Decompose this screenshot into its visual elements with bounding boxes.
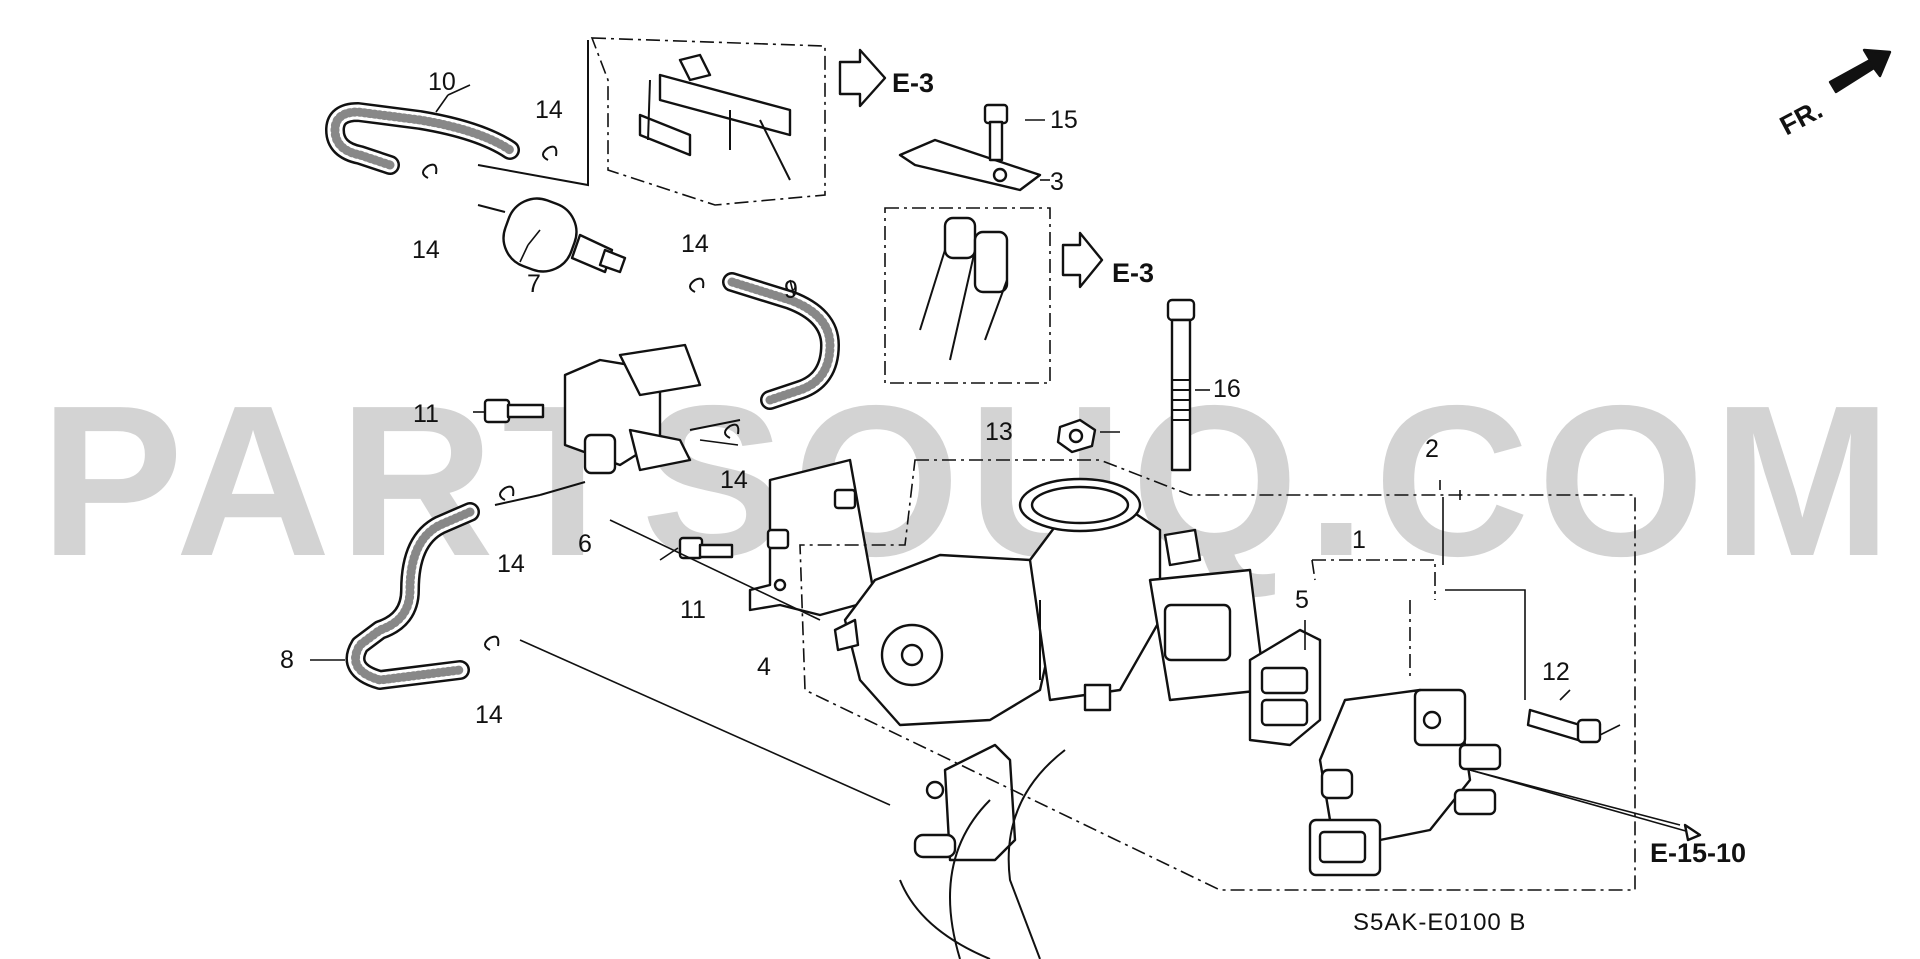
group-boundary-1 [1311, 559, 1436, 680]
callout-11-b: 11 [680, 596, 706, 624]
bolt-12[interactable] [1526, 708, 1602, 744]
arrow-ref-e3-mid [1061, 231, 1104, 289]
front-indicator-label: FR. [1775, 94, 1827, 141]
ref-e15-10[interactable]: E-15-10 [1650, 838, 1746, 868]
callout-2: 2 [1425, 435, 1439, 463]
callout-3: 3 [1050, 168, 1064, 196]
callout-14-b: 14 [412, 236, 440, 264]
leader-e15-10 [1469, 769, 1701, 836]
callout-1: 1 [1352, 526, 1366, 554]
callout-11-a: 11 [413, 400, 439, 428]
callout-8: 8 [280, 646, 294, 674]
throttle-body-2[interactable] [833, 477, 1267, 727]
manifold-fragment [899, 743, 1066, 959]
diagram-code: S5AK-E0100 B [1353, 909, 1526, 936]
group-boundary-2 [799, 459, 1636, 891]
ref-e3-intake[interactable]: E-3 [1112, 258, 1154, 288]
bolt-16[interactable] [1166, 298, 1196, 472]
callout-5: 5 [1295, 586, 1309, 614]
front-direction-indicator: FR. [1775, 48, 1892, 141]
callout-6: 6 [578, 530, 592, 558]
callout-10: 10 [428, 68, 456, 96]
callout-14-a: 14 [535, 96, 563, 124]
callout-16: 16 [1213, 375, 1241, 403]
callout-14-d: 14 [720, 466, 748, 494]
callout-14-f: 14 [475, 701, 503, 729]
bracket-4[interactable] [748, 458, 877, 617]
bracket-3[interactable] [898, 138, 1042, 192]
callout-14-c: 14 [681, 230, 709, 258]
nut-13[interactable] [1056, 418, 1097, 454]
ref-e3-fuel-rail[interactable]: E-3 [892, 68, 934, 98]
callout-14-e: 14 [497, 550, 525, 578]
callout-4: 4 [757, 653, 771, 681]
hose-9[interactable] [722, 272, 840, 410]
callout-15: 15 [1050, 106, 1078, 134]
fuel-rail-assembly[interactable] [590, 37, 826, 206]
arrowhead-e15-10 [1683, 823, 1702, 842]
callout-13: 13 [985, 418, 1013, 446]
clamps-14[interactable] [422, 145, 740, 651]
callout-12: 12 [1542, 658, 1570, 686]
arrow-ref-e3-top [838, 48, 887, 108]
hose-10[interactable] [325, 102, 520, 175]
gasket-5[interactable] [1248, 628, 1322, 747]
callout-7: 7 [527, 270, 541, 298]
bolt-15[interactable] [983, 103, 1009, 162]
solenoid-valve-6[interactable] [563, 343, 741, 475]
bolt-11-upper[interactable] [483, 398, 545, 424]
bolt-11-lower[interactable] [678, 536, 734, 560]
callout-9: 9 [784, 276, 798, 304]
hose-8[interactable] [345, 502, 480, 690]
intake-duct-section[interactable] [884, 207, 1051, 384]
fuel-filter-7[interactable] [477, 190, 627, 280]
iac-valve-1[interactable] [1308, 688, 1502, 877]
